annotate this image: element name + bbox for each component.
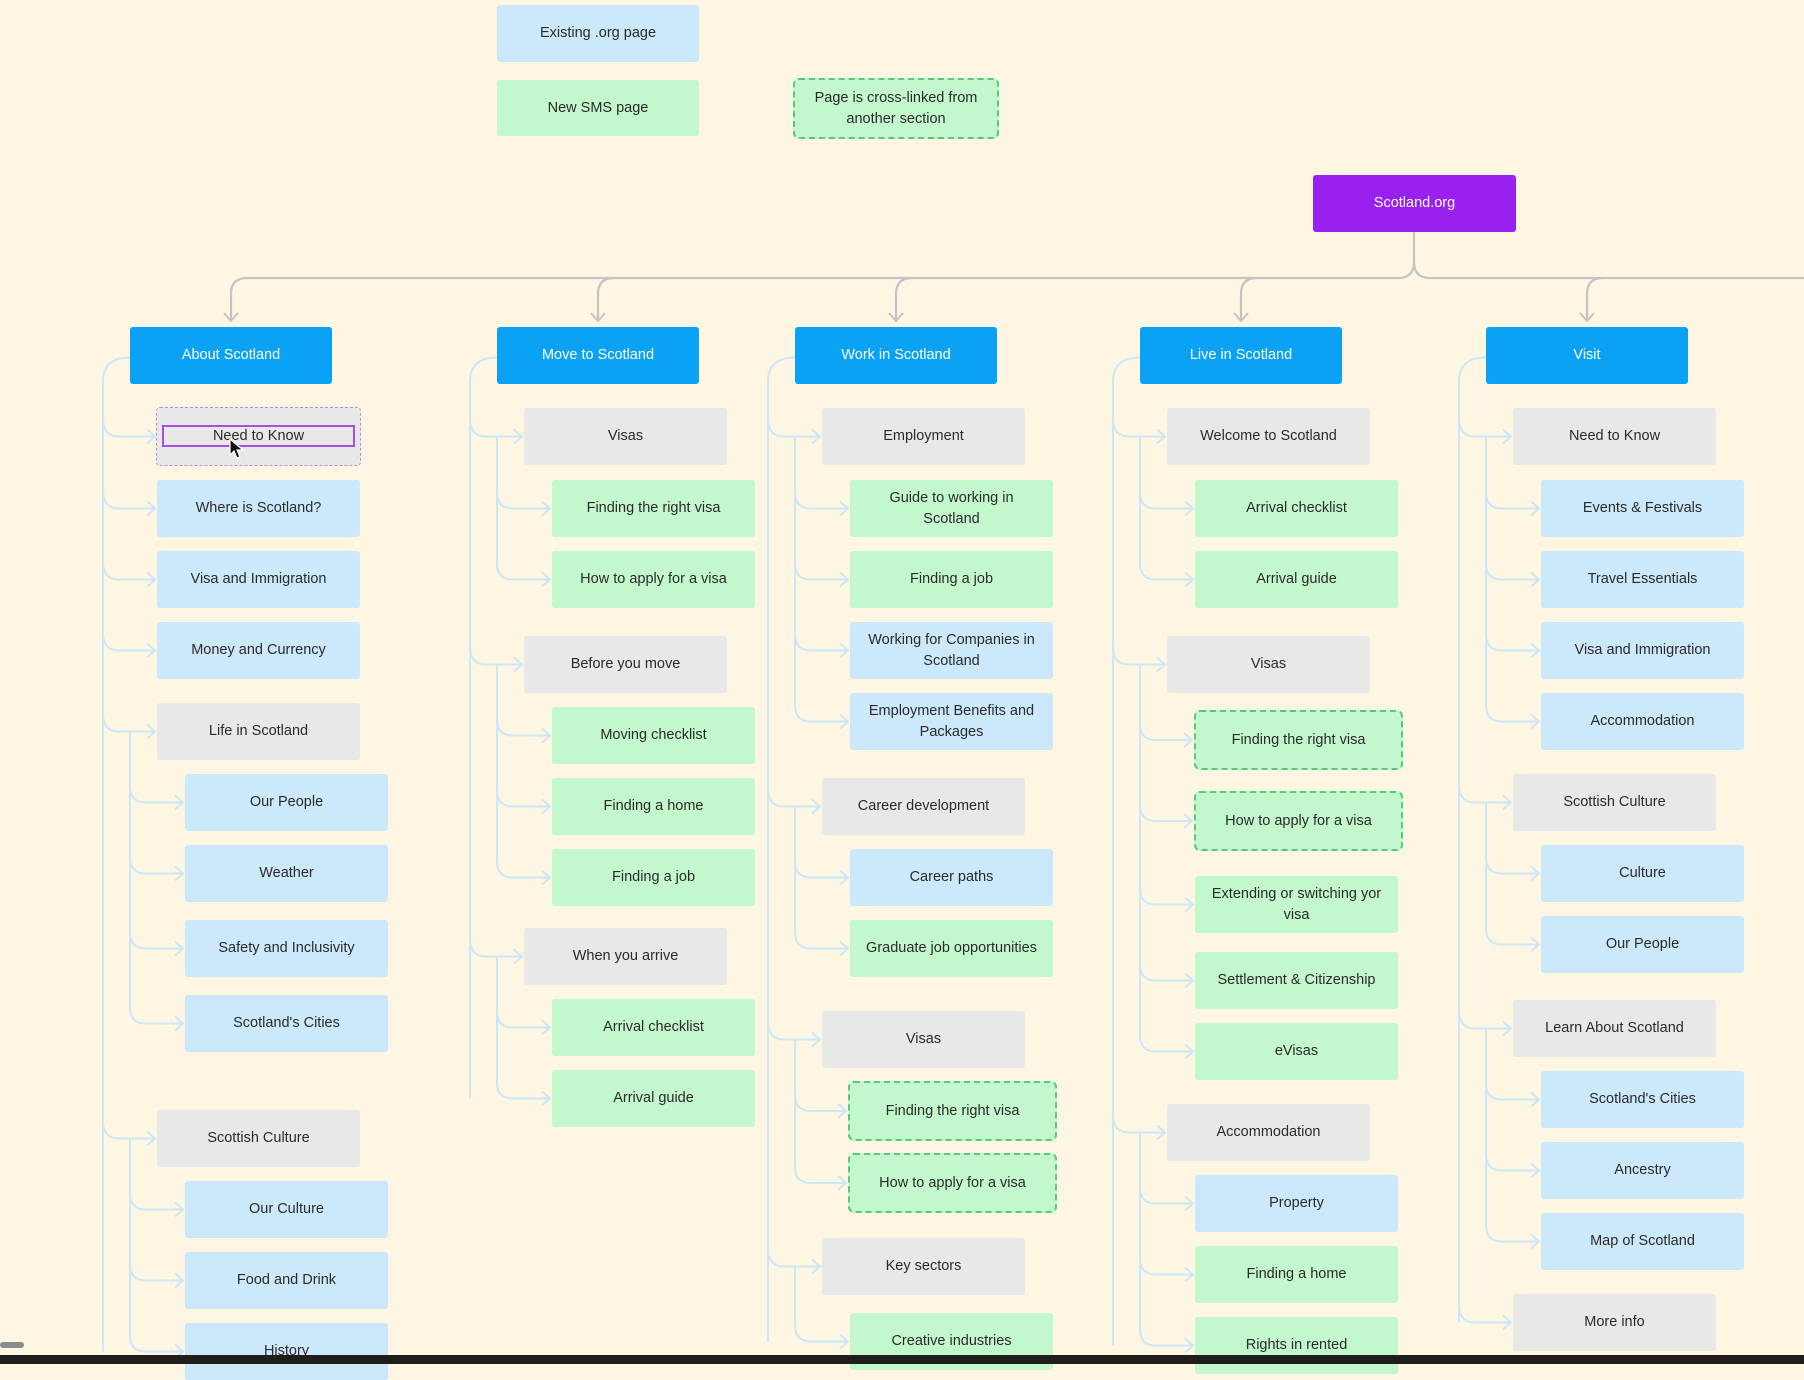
live-node-property[interactable]: Property xyxy=(1195,1175,1398,1232)
visit-node-visa-and-immigration[interactable]: Visa and Immigration xyxy=(1541,622,1744,679)
root-node-scotland-org[interactable]: Scotland.org xyxy=(1313,175,1516,232)
visit-node-culture[interactable]: Culture xyxy=(1541,845,1744,902)
move-node-before-you-move[interactable]: Before you move xyxy=(524,636,727,693)
live-node-welcome-to-scotland[interactable]: Welcome to Scotland xyxy=(1167,408,1370,465)
work-node-how-to-apply-for-a-visa[interactable]: How to apply for a visa xyxy=(848,1153,1057,1213)
work-node-employment-benefits-and-packages[interactable]: Employment Benefits and Packages xyxy=(850,693,1053,750)
move-node-how-to-apply-for-a-visa[interactable]: How to apply for a visa xyxy=(552,551,755,608)
work-node-graduate-job-opportunities[interactable]: Graduate job opportunities xyxy=(850,920,1053,977)
visit-node-scotland-s-cities[interactable]: Scotland's Cities xyxy=(1541,1071,1744,1128)
section-header-live[interactable]: Live in Scotland xyxy=(1140,327,1342,384)
about-node-history[interactable]: History xyxy=(185,1323,388,1380)
live-node-arrival-guide[interactable]: Arrival guide xyxy=(1195,551,1398,608)
section-header-work[interactable]: Work in Scotland xyxy=(795,327,997,384)
live-node-finding-the-right-visa[interactable]: Finding the right visa xyxy=(1194,710,1403,770)
work-node-working-for-companies-in-scotland[interactable]: Working for Companies in Scotland xyxy=(850,622,1053,679)
move-node-arrival-checklist[interactable]: Arrival checklist xyxy=(552,999,755,1056)
about-node-visa-and-immigration[interactable]: Visa and Immigration xyxy=(157,551,360,608)
work-node-visas[interactable]: Visas xyxy=(822,1011,1025,1068)
work-node-career-paths[interactable]: Career paths xyxy=(850,849,1053,906)
live-node-evisas[interactable]: eVisas xyxy=(1195,1023,1398,1080)
move-node-finding-a-job[interactable]: Finding a job xyxy=(552,849,755,906)
move-node-finding-the-right-visa[interactable]: Finding the right visa xyxy=(552,480,755,537)
work-node-employment[interactable]: Employment xyxy=(822,408,1025,465)
visit-node-map-of-scotland[interactable]: Map of Scotland xyxy=(1541,1213,1744,1270)
move-node-when-you-arrive[interactable]: When you arrive xyxy=(524,928,727,985)
visit-node-scottish-culture[interactable]: Scottish Culture xyxy=(1513,774,1716,831)
about-node-our-culture[interactable]: Our Culture xyxy=(185,1181,388,1238)
visit-node-more-info[interactable]: More info xyxy=(1513,1294,1716,1351)
visit-node-travel-essentials[interactable]: Travel Essentials xyxy=(1541,551,1744,608)
about-node-need-to-know[interactable]: Need to Know xyxy=(156,407,361,466)
live-node-settlement-citizenship[interactable]: Settlement & Citizenship xyxy=(1195,952,1398,1009)
live-node-extending-or-switching-yor-visa[interactable]: Extending or switching yor visa xyxy=(1195,876,1398,933)
about-node-food-and-drink[interactable]: Food and Drink xyxy=(185,1252,388,1309)
section-header-move[interactable]: Move to Scotland xyxy=(497,327,699,384)
visit-node-events-festivals[interactable]: Events & Festivals xyxy=(1541,480,1744,537)
move-node-arrival-guide[interactable]: Arrival guide xyxy=(552,1070,755,1127)
legend-new-sms-page: New SMS page xyxy=(497,80,699,136)
about-node-life-in-scotland[interactable]: Life in Scotland xyxy=(157,703,360,760)
live-node-rights-in-rented[interactable]: Rights in rented xyxy=(1195,1317,1398,1374)
live-node-finding-a-home[interactable]: Finding a home xyxy=(1195,1246,1398,1303)
live-node-visas[interactable]: Visas xyxy=(1167,636,1370,693)
work-node-finding-a-job[interactable]: Finding a job xyxy=(850,551,1053,608)
visit-node-learn-about-scotland[interactable]: Learn About Scotland xyxy=(1513,1000,1716,1057)
work-node-finding-the-right-visa[interactable]: Finding the right visa xyxy=(848,1081,1057,1141)
visit-node-accommodation[interactable]: Accommodation xyxy=(1541,693,1744,750)
about-node-our-people[interactable]: Our People xyxy=(185,774,388,831)
section-header-about[interactable]: About Scotland xyxy=(130,327,332,384)
about-node-safety-and-inclusivity[interactable]: Safety and Inclusivity xyxy=(185,920,388,977)
about-node-where-is-scotland[interactable]: Where is Scotland? xyxy=(157,480,360,537)
about-node-scotland-s-cities[interactable]: Scotland's Cities xyxy=(185,995,388,1052)
live-node-arrival-checklist[interactable]: Arrival checklist xyxy=(1195,480,1398,537)
section-header-visit[interactable]: Visit xyxy=(1486,327,1688,384)
bottom-edge-strip xyxy=(0,1355,1804,1364)
visit-node-ancestry[interactable]: Ancestry xyxy=(1541,1142,1744,1199)
work-node-key-sectors[interactable]: Key sectors xyxy=(822,1238,1025,1295)
move-node-finding-a-home[interactable]: Finding a home xyxy=(552,778,755,835)
visit-node-our-people[interactable]: Our People xyxy=(1541,916,1744,973)
move-node-moving-checklist[interactable]: Moving checklist xyxy=(552,707,755,764)
about-node-weather[interactable]: Weather xyxy=(185,845,388,902)
legend-cross-linked-page: Page is cross-linked from another sectio… xyxy=(793,78,999,139)
visit-node-need-to-know[interactable]: Need to Know xyxy=(1513,408,1716,465)
work-node-guide-to-working-in-scotland[interactable]: Guide to working in Scotland xyxy=(850,480,1053,537)
about-node-scottish-culture[interactable]: Scottish Culture xyxy=(157,1110,360,1167)
work-node-career-development[interactable]: Career development xyxy=(822,778,1025,835)
move-node-visas[interactable]: Visas xyxy=(524,408,727,465)
horizontal-scrollbar-thumb[interactable] xyxy=(0,1342,24,1348)
live-node-accommodation[interactable]: Accommodation xyxy=(1167,1104,1370,1161)
about-node-money-and-currency[interactable]: Money and Currency xyxy=(157,622,360,679)
legend-existing-page: Existing .org page xyxy=(497,5,699,62)
live-node-how-to-apply-for-a-visa[interactable]: How to apply for a visa xyxy=(1194,791,1403,851)
